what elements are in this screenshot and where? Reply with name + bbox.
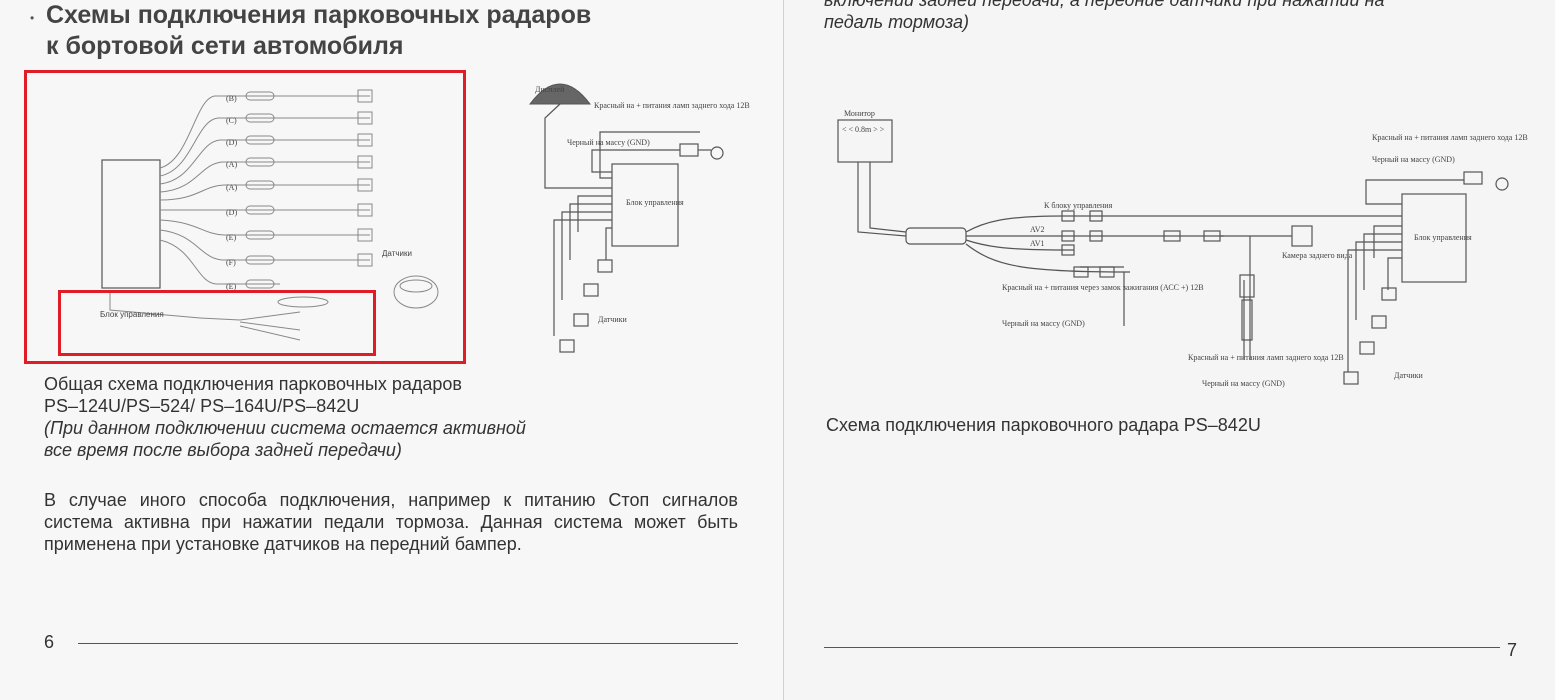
svg-text:(C): (C)	[226, 116, 237, 125]
svg-text:AV1: AV1	[1030, 239, 1045, 248]
svg-text:(A): (A)	[226, 160, 237, 169]
right-page: включении задней передачи, а передние да…	[783, 0, 1555, 700]
lamp-icon-right	[1495, 177, 1509, 191]
svg-text:Черный на массу (GND): Черный на массу (GND)	[1372, 155, 1455, 164]
heading-line-2: к бортовой сети автомобиля	[46, 32, 404, 60]
note-line-2: все время после выбора задней передачи)	[44, 440, 402, 460]
footer-rule-left	[78, 643, 738, 644]
svg-text:(B): (B)	[226, 94, 237, 103]
svg-text:Монитор: Монитор	[844, 109, 875, 118]
page-number-left: 6	[44, 632, 55, 652]
svg-text:Блок управления: Блок управления	[626, 198, 684, 207]
top-cut-line-2: педаль тормоза)	[824, 12, 970, 32]
red-wire-label: Красный на + питания ламп заднего хода 1…	[594, 101, 750, 110]
display-label: Дисплей	[535, 85, 565, 94]
ps842u-wiring-diagram: Монитор < < 0.8m > > К блоку управления …	[837, 109, 1528, 388]
svg-text:Красный на + питания ламп задн: Красный на + питания ламп заднего хода 1…	[1188, 353, 1344, 362]
page-number-right: 7	[1507, 640, 1518, 660]
highlight-box-outer	[24, 70, 466, 364]
svg-text:(E): (E)	[226, 282, 237, 291]
page-heading: Схемы подключения парковочных радаров к …	[46, 0, 591, 62]
highlight-box-inner	[58, 290, 376, 356]
footer-rule-right	[824, 647, 1500, 648]
svg-text:К блоку управления: К блоку управления	[1044, 201, 1113, 210]
body-paragraph: В случае иного способа подключения, напр…	[44, 490, 738, 554]
svg-text:(D): (D)	[226, 138, 237, 147]
monitor-icon	[837, 119, 893, 163]
general-wiring-diagram: (B) (C) (D) (A) (A) (D) (E) (F) (E) Датч…	[100, 83, 750, 353]
svg-text:Красный на + питания через зам: Красный на + питания через замок зажиган…	[1002, 283, 1204, 292]
caption-line-1: Общая схема подключения парковочных рада…	[44, 374, 462, 394]
top-cut-line-1: включении задней передачи, а передние да…	[824, 0, 1385, 10]
heading-line-1: Схемы подключения парковочных радаров	[46, 1, 592, 29]
caption-general: Общая схема подключения парковочных рада…	[44, 373, 526, 461]
display-unit-icon	[393, 275, 439, 309]
lamp-icon	[710, 146, 724, 160]
svg-text:Датчики: Датчики	[1394, 371, 1423, 380]
display-wiring-diagram: Дисплей Блок управления Красный на + пит…	[528, 83, 750, 353]
svg-text:Красный на + питания ламп задн: Красный на + питания ламп заднего хода 1…	[1372, 133, 1528, 142]
svg-text:(D): (D)	[226, 208, 237, 217]
svg-text:(F): (F)	[226, 258, 236, 267]
top-cut-text: включении задней передачи, а передние да…	[824, 0, 1385, 33]
svg-text:AV2: AV2	[1030, 225, 1045, 234]
svg-text:Блок управления: Блок управления	[1414, 233, 1472, 242]
svg-text:(A): (A)	[226, 183, 237, 192]
sensor-harness	[159, 89, 373, 289]
camera-icon	[1291, 225, 1313, 247]
caption-line-2: PS–124U/PS–524/ PS–164U/PS–842U	[44, 396, 360, 416]
bullet-mark: •	[30, 11, 35, 25]
caption-ps842u: Схема подключения парковочного радара PS…	[826, 415, 1261, 435]
sensor-tags: (B) (C) (D) (A) (A) (D) (E) (F) (E)	[226, 94, 237, 291]
svg-text:Черный на массу (GND): Черный на массу (GND)	[1202, 379, 1285, 388]
sensors-label: Датчики	[382, 249, 412, 258]
svg-text:Камера заднего вида: Камера заднего вида	[1282, 251, 1353, 260]
control-unit-label-1: Блок управления	[100, 310, 164, 319]
svg-text:< < 0.8m > >: < < 0.8m > >	[842, 125, 885, 134]
svg-text:Датчики: Датчики	[598, 315, 627, 324]
black-wire-label: Черный на массу (GND)	[567, 138, 650, 147]
note-line-1: (При данном подключении система остается…	[44, 418, 526, 438]
display-icon	[528, 83, 592, 105]
svg-text:(E): (E)	[226, 233, 237, 242]
left-page: • Схемы подключения парковочных радаров …	[24, 0, 750, 652]
svg-text:Черный на массу (GND): Черный на массу (GND)	[1002, 319, 1085, 328]
